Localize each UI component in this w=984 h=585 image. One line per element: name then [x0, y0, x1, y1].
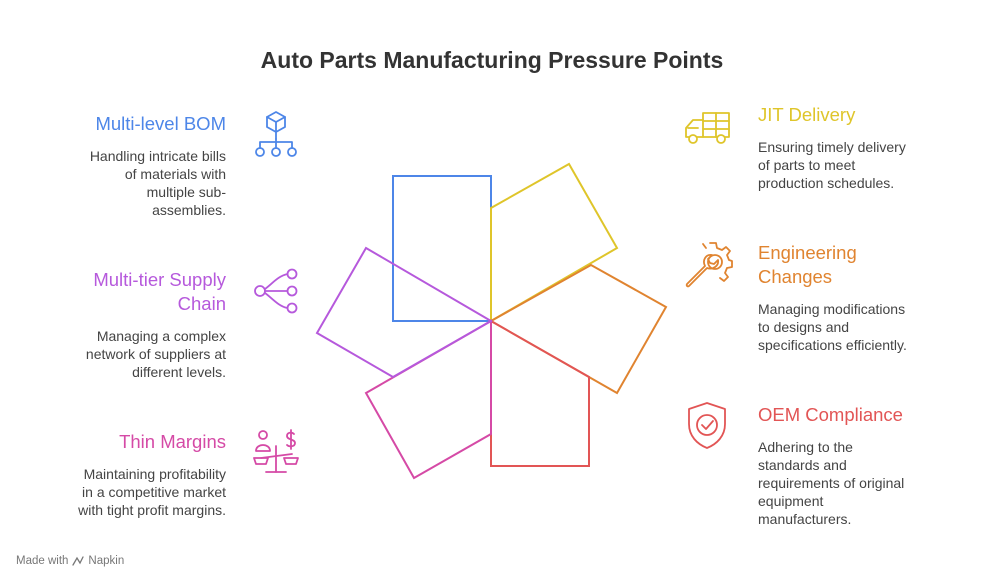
engineering-desc-line: to designs and [758, 319, 850, 335]
engineering-heading-line: Engineering [758, 242, 857, 263]
supply-heading-line: Chain [177, 293, 226, 314]
hierarchy-cube-icon [255, 111, 297, 157]
jit-desc-line: Ensuring timely delivery [758, 139, 906, 155]
wrench-gear-icon [685, 242, 733, 288]
margins-desc-line: with tight profit margins. [78, 502, 226, 518]
made-with-label: Made with [16, 555, 69, 567]
margins-desc-line: in a competitive market [82, 484, 226, 500]
engineering-petal [488, 263, 668, 395]
oem-desc-line: standards and [758, 457, 847, 473]
bom-desc-line: Handling intricate bills [89, 148, 226, 164]
jit-heading: JIT Delivery [758, 104, 856, 125]
napkin-brand-label: Napkin [88, 555, 125, 567]
oem-petal [490, 319, 590, 467]
jit-description: Ensuring timely delivery of parts to mee… [758, 138, 958, 192]
made-with-napkin-footer[interactable]: Made with Napkin [16, 555, 124, 567]
supply-petal [315, 246, 493, 379]
margins-heading: Thin Margins [119, 431, 226, 452]
engineering-description: Managing modifications to designs and sp… [758, 300, 958, 354]
oem-desc-line: manufacturers. [758, 511, 852, 527]
jit-desc-line: of parts to meet [758, 157, 856, 173]
bom-desc-line: multiple sub- [146, 184, 226, 200]
shield-check-icon [688, 402, 726, 449]
bom-petal [392, 175, 492, 322]
margins-desc-line: Maintaining profitability [83, 466, 226, 482]
oem-desc-line: Adhering to the [758, 439, 853, 455]
network-share-icon [254, 268, 298, 314]
bom-desc-line: of materials with [124, 166, 226, 182]
delivery-truck-icon [685, 112, 730, 144]
supply-description: Managing a complex network of suppliers … [40, 327, 226, 381]
supply-heading: Multi-tier Supply Chain [40, 268, 226, 316]
engineering-heading: Engineering Changes [758, 241, 958, 289]
engineering-desc-line: specifications efficiently. [758, 337, 907, 353]
napkin-logo-icon [72, 556, 85, 566]
jit-petal [490, 162, 619, 323]
supply-heading-line: Multi-tier Supply [93, 269, 226, 290]
engineering-heading-line: Changes [758, 266, 833, 287]
diagram-title: Auto Parts Manufacturing Pressure Points [260, 47, 724, 73]
supply-desc-line: network of suppliers at [85, 346, 226, 362]
margins-petal [364, 319, 492, 480]
margins-description: Maintaining profitability in a competiti… [40, 465, 226, 519]
scale-dollar-icon [253, 429, 299, 473]
jit-desc-line: production schedules. [758, 175, 895, 191]
oem-desc-line: requirements of original [758, 475, 905, 491]
oem-heading: OEM Compliance [758, 404, 903, 425]
oem-desc-line: equipment [758, 493, 824, 509]
bom-heading: Multi-level BOM [95, 113, 226, 134]
engineering-desc-line: Managing modifications [758, 301, 906, 317]
supply-desc-line: different levels. [132, 364, 226, 380]
oem-description: Adhering to the standards and requiremen… [758, 438, 958, 528]
bom-desc-line: assemblies. [152, 202, 226, 218]
supply-desc-line: Managing a complex [96, 328, 226, 344]
bom-description: Handling intricate bills of materials wi… [40, 147, 226, 219]
